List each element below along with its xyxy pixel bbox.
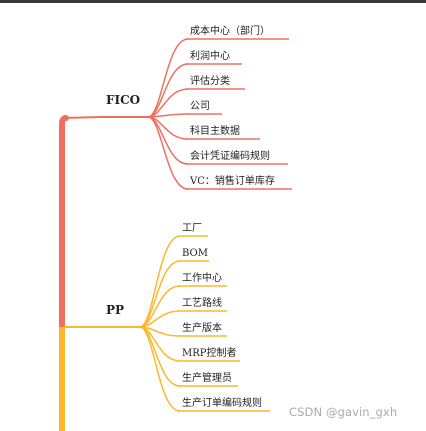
node-0-4[interactable]: 科目主数据 xyxy=(190,124,240,137)
trunk-fico-connector xyxy=(63,116,101,119)
watermark: CSDN @gavin_gxh xyxy=(289,405,398,419)
node-1-3[interactable]: 工艺路线 xyxy=(182,296,222,309)
node-1-0[interactable]: 工厂 xyxy=(182,223,202,234)
node-0-1[interactable]: 利润中心 xyxy=(190,49,230,62)
child-connector xyxy=(147,116,189,165)
node-1-7[interactable]: 生产订单编码规则 xyxy=(182,396,262,409)
child-connector xyxy=(147,116,189,190)
node-0-3[interactable]: 公司 xyxy=(190,101,210,112)
node-1-5[interactable]: MRP控制者 xyxy=(182,346,237,359)
node-1-6[interactable]: 生产管理员 xyxy=(182,371,232,384)
child-connector xyxy=(139,235,181,328)
node-1-4[interactable]: 生产版本 xyxy=(182,321,222,334)
child-connector xyxy=(147,38,189,118)
window-top-edge xyxy=(0,0,426,3)
node-0-0[interactable]: 成本中心（部门） xyxy=(190,24,270,37)
node-0-5[interactable]: 会计凭证编码规则 xyxy=(190,149,270,162)
trunk-fico xyxy=(59,115,69,330)
node-1-2[interactable]: 工作中心 xyxy=(182,271,222,284)
node-1-1[interactable]: BOM xyxy=(182,248,208,259)
branch-title-0[interactable]: FICO xyxy=(106,93,140,107)
branch-title-1[interactable]: PP xyxy=(106,303,124,317)
child-connector xyxy=(139,326,181,412)
child-connector xyxy=(139,260,181,328)
node-0-2[interactable]: 评估分类 xyxy=(190,74,230,87)
node-0-6[interactable]: VC：销售订单库存 xyxy=(189,174,275,187)
